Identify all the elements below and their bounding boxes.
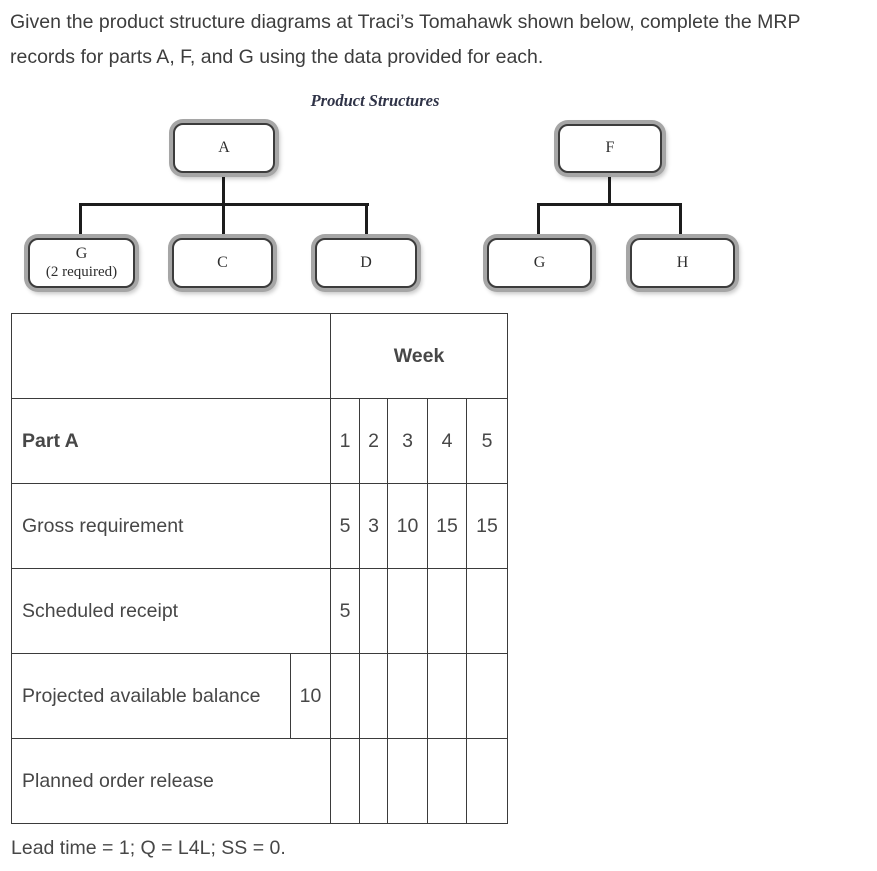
value-cell — [359, 738, 388, 824]
week-number-cell: 4 — [427, 398, 467, 484]
box-label: G — [75, 245, 88, 263]
week-number-cell: 2 — [359, 398, 388, 484]
intro-paragraph: Given the product structure diagrams at … — [10, 11, 801, 68]
tree-connector-line — [222, 203, 225, 238]
value-cell: 10 — [387, 483, 428, 569]
value-cell: 5 — [330, 483, 360, 569]
box-part-d: D — [315, 238, 417, 288]
box-part-f: F — [558, 124, 662, 173]
box-part-c: C — [172, 238, 273, 288]
table-row-scheduled-receipt: Scheduled receipt 5 — [11, 568, 509, 654]
value-cell — [330, 653, 360, 739]
value-cell — [427, 568, 467, 654]
week-number-cell: 1 — [330, 398, 360, 484]
box-part-g-right: G — [487, 238, 592, 288]
row-label-cell: Planned order release — [11, 738, 331, 824]
week-number-cell: 5 — [465, 398, 509, 484]
box-label: F — [605, 139, 615, 157]
tree-connector-line — [537, 203, 682, 206]
value-cell: 15 — [427, 483, 467, 569]
value-cell — [359, 653, 388, 739]
part-label-cell: Part A — [11, 398, 331, 484]
lead-time-note: Lead time = 1; Q = L4L; SS = 0. — [11, 837, 286, 859]
value-cell — [427, 653, 467, 739]
header-spacer-cell — [11, 313, 331, 399]
table-row-gross-requirement: Gross requirement 5 3 10 15 15 — [11, 483, 509, 569]
table-row-planned-order-release: Planned order release — [11, 738, 509, 824]
table-row-projected-available-balance: Projected available balance 10 — [11, 653, 509, 739]
value-cell: 15 — [465, 483, 509, 569]
box-label: H — [676, 253, 689, 271]
value-cell: 5 — [330, 568, 360, 654]
tree-connector-line — [608, 173, 611, 205]
week-number-cell: 3 — [387, 398, 428, 484]
row-label-cell: Scheduled receipt — [11, 568, 331, 654]
box-label: A — [218, 138, 230, 156]
box-label: G — [533, 253, 546, 271]
initial-balance-cell: 10 — [290, 653, 331, 739]
table-row-part: Part A 1 2 3 4 5 — [11, 398, 509, 484]
tree-connector-line — [79, 203, 82, 238]
value-cell — [387, 653, 428, 739]
tree-connector-line — [537, 203, 540, 238]
value-cell — [387, 568, 428, 654]
week-header-cell: Week — [329, 313, 509, 399]
value-cell — [359, 568, 388, 654]
row-label-cell: Projected available balance — [11, 653, 291, 739]
value-cell — [387, 738, 428, 824]
value-cell: 3 — [359, 483, 388, 569]
value-cell — [465, 568, 509, 654]
table-row-week-header: Week — [11, 313, 509, 399]
box-note: (2 required) — [45, 263, 118, 280]
value-cell — [330, 738, 360, 824]
tree-connector-line — [679, 203, 682, 238]
value-cell — [465, 653, 509, 739]
value-cell — [427, 738, 467, 824]
mrp-table: Week Part A 1 2 3 4 5 Gross requirement … — [11, 313, 509, 824]
box-part-a: A — [173, 123, 275, 173]
tree-connector-line — [222, 172, 225, 205]
box-part-h: H — [630, 238, 735, 288]
box-label: D — [360, 253, 372, 271]
box-label: C — [217, 253, 228, 271]
value-cell — [465, 738, 509, 824]
row-label-cell: Gross requirement — [11, 483, 331, 569]
box-part-g-left: G (2 required) — [28, 238, 135, 288]
diagram-title: Product Structures — [310, 91, 440, 110]
tree-connector-line — [365, 203, 368, 238]
